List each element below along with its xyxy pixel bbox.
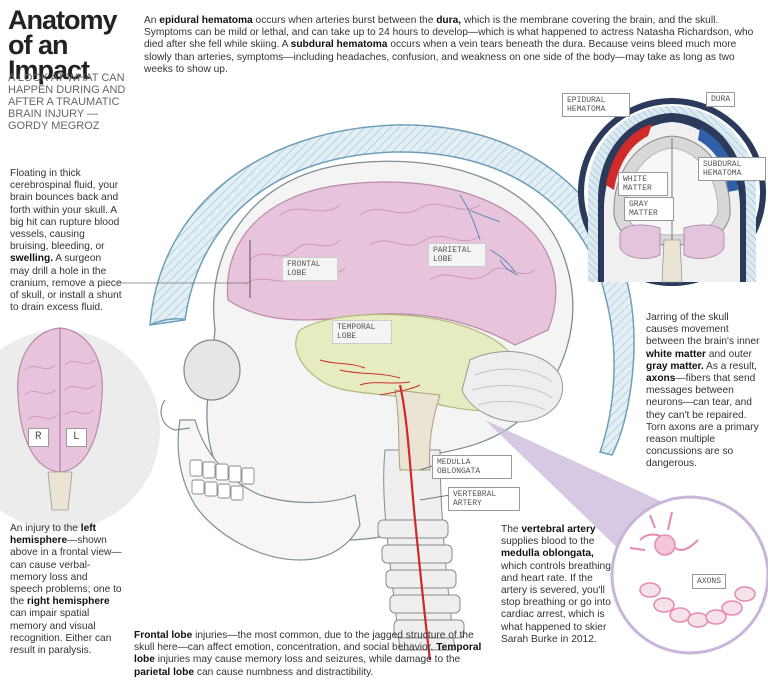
teeth xyxy=(189,459,255,501)
label-temporal-lobe: Temporal lobe xyxy=(332,320,392,344)
label-hemisphere-right: R xyxy=(28,428,49,447)
label-epidural-hematoma: Epidural hematoma xyxy=(562,93,630,117)
label-frontal-lobe: Frontal lobe xyxy=(282,257,338,281)
axon-text: Jarring of the skull causes movement bet… xyxy=(646,312,760,470)
nose xyxy=(160,399,191,431)
label-dura: Dura xyxy=(706,92,736,107)
label-vertebral-artery: Vertebral artery xyxy=(448,487,520,511)
brain-fluid-text: Floating in thick cerebrospinal fluid, y… xyxy=(10,168,122,314)
spine xyxy=(377,449,465,651)
label-white-matter: White matter xyxy=(618,172,668,196)
vertebral-artery xyxy=(398,384,432,661)
label-parietal-lobe: Parietal lobe xyxy=(428,243,486,267)
label-medulla-oblongata: Medulla oblongata xyxy=(432,455,512,479)
subtitle: A look at what can happen during and aft… xyxy=(8,72,126,132)
helmet-shell xyxy=(149,124,635,456)
helmet-edge xyxy=(149,318,186,326)
label-subdural-hematoma: Subdural hematoma xyxy=(698,157,766,181)
eye-socket xyxy=(183,339,241,401)
axon-segments xyxy=(639,582,756,628)
brain-cerebellum xyxy=(461,351,564,423)
title-line-1: Anatomy xyxy=(8,5,118,35)
vertebral-pointer xyxy=(419,494,451,501)
lobe-text: Frontal lobe injuries—the most common, d… xyxy=(134,630,482,678)
label-gray-matter: Gray matter xyxy=(624,197,674,221)
jaw xyxy=(177,419,361,561)
intro-text: An epidural hematoma occurs when arterie… xyxy=(144,15,754,75)
parietal-veins xyxy=(459,194,519,276)
title-line-2: of an xyxy=(8,30,68,60)
label-axons: Axons xyxy=(692,574,727,589)
label-hemisphere-left: L xyxy=(66,428,87,447)
title-line-3: Impact xyxy=(8,55,90,85)
dura-callout xyxy=(578,98,766,286)
page-title: Anatomy of an Impact xyxy=(8,5,118,85)
axon-callout xyxy=(610,495,768,655)
hemisphere-text: An injury to the left hemisphere—shown a… xyxy=(10,523,122,657)
artery-text: The vertebral artery supplies blood to t… xyxy=(501,524,611,645)
brain-stem xyxy=(394,389,441,471)
